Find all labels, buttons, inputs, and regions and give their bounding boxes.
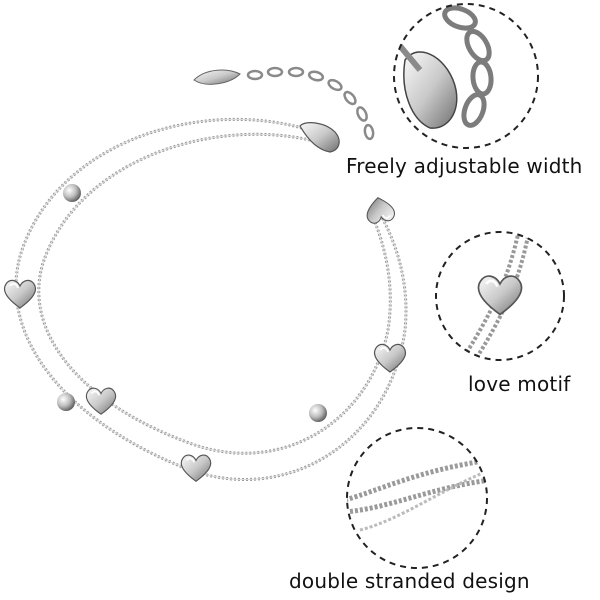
bracelet — [3, 66, 408, 483]
caption-adjustable-width: Freely adjustable width — [344, 154, 585, 178]
heart-charm — [85, 387, 117, 416]
heart-charm — [373, 343, 407, 373]
bead — [57, 393, 75, 411]
bead — [309, 404, 327, 422]
caption-double-stranded: double stranded design — [289, 569, 530, 593]
dashed-circle — [435, 231, 565, 361]
heart-charm — [180, 454, 212, 483]
bead — [63, 184, 81, 202]
dashed-circle — [346, 427, 488, 569]
zoom-double-strand-detail — [346, 427, 488, 569]
heart-charm — [3, 279, 37, 309]
tail-tag — [193, 69, 241, 85]
caption-love-motif: love motif — [468, 372, 571, 396]
heart-charm — [363, 194, 397, 226]
extender-chain — [246, 66, 375, 141]
zoom-heart-detail — [435, 231, 565, 361]
dashed-circle — [393, 3, 539, 149]
zoom-clasp-detail — [393, 3, 539, 149]
lobster-clasp — [299, 122, 340, 153]
